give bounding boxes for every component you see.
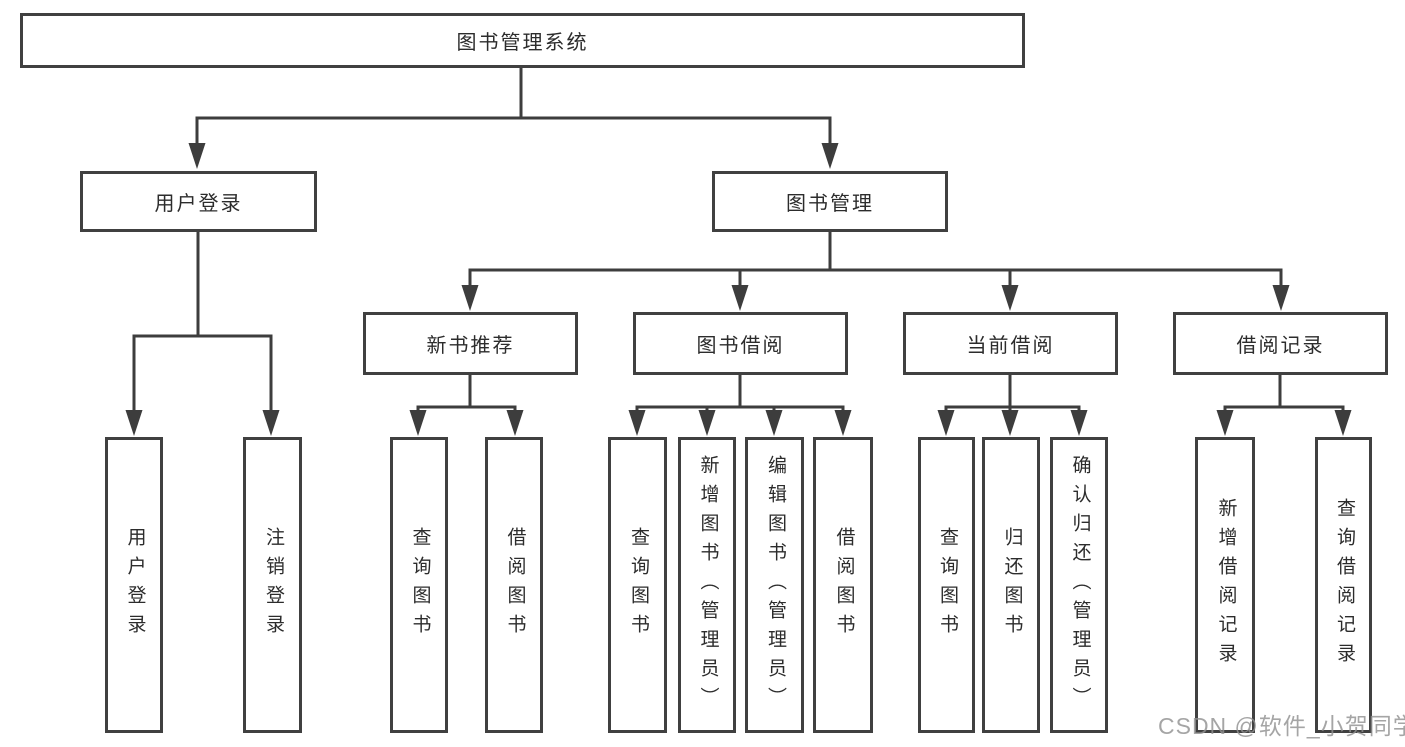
- node-new-book-recommend-label: 新书推荐: [426, 335, 515, 357]
- arrowheads: [125, 143, 1352, 436]
- node-book-borrow-label: 图书借阅: [696, 335, 785, 357]
- edge-login-rail: [132, 232, 273, 418]
- edge-newbook-rail: [416, 375, 517, 414]
- node-br-query-record: 查询借阅记录: [1315, 437, 1372, 733]
- node-bb-add-books-admin: 新增图书（管理员）: [678, 437, 736, 733]
- node-cb-confirm-return-admin: 确认归还（管理员）: [1050, 437, 1108, 733]
- node-user-login-branch: 用户登录: [80, 171, 317, 232]
- node-bb-borrow-books-label: 借阅图书: [833, 527, 855, 643]
- node-root: 图书管理系统: [20, 13, 1025, 68]
- node-book-management-branch-label: 图书管理: [786, 193, 874, 215]
- node-logout-label: 注销登录: [262, 527, 284, 643]
- edge-level2-rail: [195, 116, 832, 150]
- edge-records-rail: [1223, 375, 1345, 414]
- node-bb-edit-books-admin: 编辑图书（管理员）: [745, 437, 804, 733]
- node-cb-confirm-return-admin-label: 确认归还（管理员）: [1069, 454, 1091, 716]
- node-cb-return-books: 归还图书: [982, 437, 1040, 733]
- node-br-add-record: 新增借阅记录: [1195, 437, 1255, 733]
- edge-borrow-rail: [635, 375, 845, 414]
- node-user-login: 用户登录: [105, 437, 163, 733]
- node-book-management-branch: 图书管理: [712, 171, 948, 232]
- node-cb-return-books-label: 归还图书: [1001, 527, 1023, 643]
- node-nb-query-books: 查询图书: [390, 437, 448, 733]
- node-bb-query-books: 查询图书: [608, 437, 667, 733]
- node-root-label: 图书管理系统: [456, 32, 589, 54]
- node-user-login-label: 用户登录: [124, 527, 146, 643]
- node-current-borrow: 当前借阅: [903, 312, 1118, 375]
- node-br-add-record-label: 新增借阅记录: [1215, 498, 1237, 672]
- edge-current-rail: [944, 375, 1081, 414]
- node-bb-borrow-books: 借阅图书: [813, 437, 873, 733]
- node-bb-edit-books-admin-label: 编辑图书（管理员）: [764, 454, 786, 716]
- node-user-login-branch-label: 用户登录: [154, 193, 243, 215]
- node-borrow-records-label: 借阅记录: [1236, 335, 1325, 357]
- node-nb-borrow-books-label: 借阅图书: [504, 527, 526, 643]
- node-bb-add-books-admin-label: 新增图书（管理员）: [697, 454, 719, 716]
- node-cb-query-books-label: 查询图书: [936, 527, 958, 643]
- node-current-borrow-label: 当前借阅: [966, 335, 1055, 357]
- node-nb-borrow-books: 借阅图书: [485, 437, 543, 733]
- node-logout: 注销登录: [243, 437, 302, 733]
- node-br-query-record-label: 查询借阅记录: [1333, 498, 1355, 672]
- node-borrow-records: 借阅记录: [1173, 312, 1388, 375]
- watermark-text: CSDN @软件_小贺同学: [1158, 713, 1405, 739]
- node-new-book-recommend: 新书推荐: [363, 312, 578, 375]
- edge-mgmt-rail: [468, 232, 1283, 290]
- node-nb-query-books-label: 查询图书: [409, 527, 431, 643]
- node-book-borrow: 图书借阅: [633, 312, 848, 375]
- node-cb-query-books: 查询图书: [918, 437, 975, 733]
- node-bb-query-books-label: 查询图书: [627, 527, 649, 643]
